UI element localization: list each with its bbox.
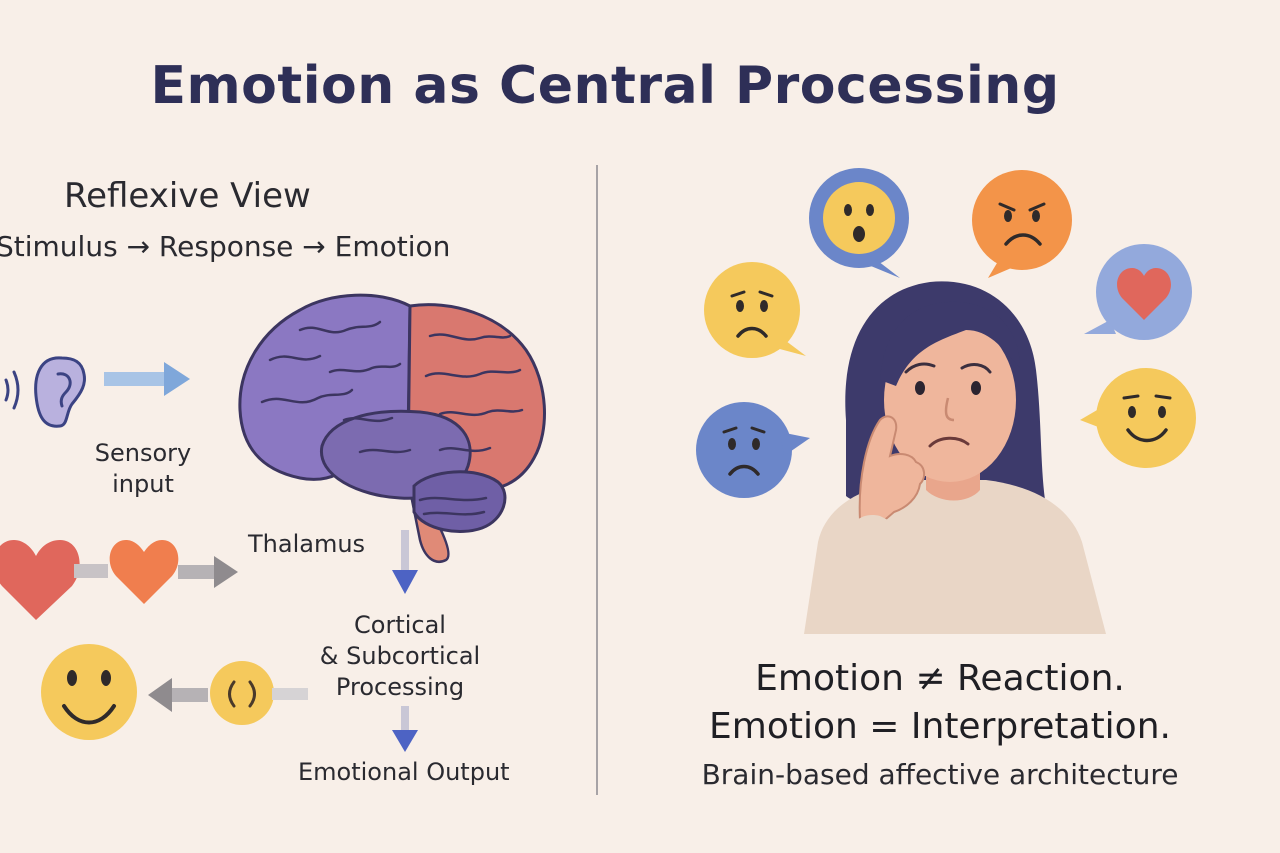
ear-icon xyxy=(34,356,86,428)
sad-bubble-icon xyxy=(704,262,806,358)
processing-label: Cortical & Subcortical Processing xyxy=(300,610,500,703)
output-arrow-icon xyxy=(148,678,208,712)
sensory-input-label-line1: Sensory xyxy=(94,439,192,467)
output-connector xyxy=(272,688,308,700)
smiling-bubble-icon xyxy=(1080,368,1196,468)
smiley-face-icon xyxy=(41,644,137,740)
diagram-title: Emotion as Central Processing xyxy=(150,56,1060,116)
frowning-bubble-icon xyxy=(972,170,1072,278)
heart-bubble-icon xyxy=(1084,244,1192,340)
processing-label-line1: Cortical xyxy=(354,611,446,639)
thalamus-label: Thalamus xyxy=(248,530,366,558)
down-arrow-icon xyxy=(392,706,418,752)
neutral-face-icon xyxy=(210,661,274,725)
surprised-bubble-icon xyxy=(809,168,909,278)
sensory-input-label: Sensory input xyxy=(80,438,206,500)
left-panel-heading: Reflexive View xyxy=(64,176,311,216)
statement-interpretation: Emotion = Interpretation. xyxy=(709,706,1171,747)
emotional-output-label: Emotional Output xyxy=(298,758,510,786)
worried-bubble-icon xyxy=(696,402,810,498)
processing-label-line3: Processing xyxy=(335,673,465,701)
heart-icon xyxy=(109,540,179,604)
sensory-input-label-line2: input xyxy=(112,470,174,498)
sensory-arrow-icon xyxy=(104,362,190,396)
brain-icon xyxy=(238,293,546,563)
sound-waves-icon xyxy=(4,370,20,410)
architecture-caption: Brain-based affective architecture xyxy=(701,758,1179,791)
reflexive-sequence: Stimulus → Response → Emotion xyxy=(0,230,451,263)
panel-divider xyxy=(596,165,598,795)
down-arrow-icon xyxy=(392,530,418,594)
thalamus-arrow-icon xyxy=(178,556,238,588)
heart-icon xyxy=(0,540,80,620)
thinking-woman-icon xyxy=(804,281,1106,635)
processing-label-line2: & Subcortical xyxy=(319,642,481,670)
statement-reaction: Emotion ≠ Reaction. xyxy=(755,658,1125,699)
heart-connector xyxy=(74,564,108,578)
